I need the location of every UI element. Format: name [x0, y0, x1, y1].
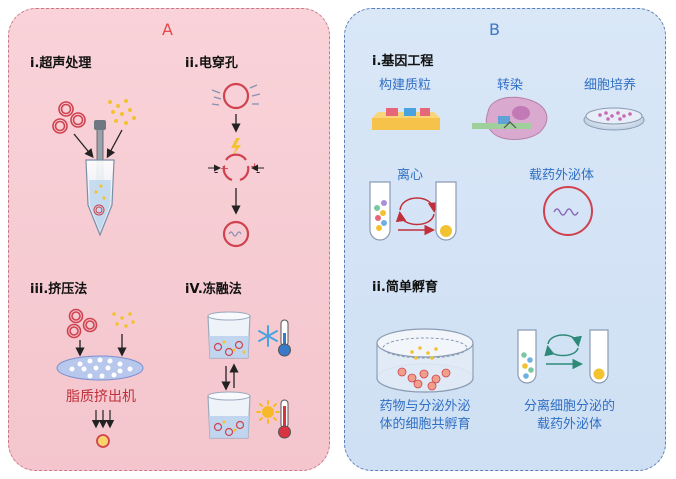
drug-particles-icon	[108, 99, 136, 125]
svg-text:-: -	[214, 165, 218, 179]
caption-isolation-line2: 载药外泌体	[536, 417, 602, 432]
freeze-thaw-illustration	[207, 311, 291, 439]
panel-a	[8, 8, 330, 471]
caption-coincubation-line1: 药物与分泌外泌	[379, 399, 471, 414]
cell-culture-dish-illustration	[583, 107, 645, 131]
method-extrusion-label: iii.挤压法	[30, 282, 88, 297]
method-freeze-thaw-label: iV.冻融法	[185, 282, 242, 297]
step-plasmid-label: 构建质粒	[379, 78, 432, 93]
method-sonication-label: i.超声处理	[30, 56, 92, 71]
centrifuge-illustration	[369, 181, 457, 241]
pored-exosome-icon	[222, 153, 250, 182]
step-culture-label: 细胞培养	[584, 78, 637, 93]
caption-coincubation-line2: 体的细胞共孵育	[379, 417, 471, 432]
coincubation-dish-illustration	[376, 328, 474, 393]
caption-coincubation: 药物与分泌外泌 体的细胞共孵育	[370, 398, 480, 434]
step-transfection-label: 转染	[497, 78, 524, 93]
panel-a-letter: A	[162, 20, 173, 39]
svg-text:+: +	[220, 162, 229, 175]
extruder-label: 脂质挤出机	[66, 389, 136, 405]
svg-text:-: -	[256, 165, 260, 179]
section-gene-engineering-title: i.基因工程	[372, 54, 434, 69]
electroporation-illustration: - + + -	[208, 82, 264, 248]
extrusion-illustration	[56, 308, 144, 448]
transfection-illustration	[472, 96, 548, 140]
thermometer-cold-icon	[278, 319, 291, 357]
centrifuge-label: 离心	[397, 168, 424, 183]
panel-b	[344, 8, 666, 471]
thermometer-hot-icon	[278, 399, 291, 439]
sonication-illustration	[52, 99, 136, 237]
panel-b-letter: B	[489, 20, 500, 39]
drug-loaded-exosome-icon	[543, 186, 593, 236]
drug-loaded-exosome-label: 载药外泌体	[529, 168, 595, 183]
exosome-icon	[52, 101, 86, 134]
section-incubation-title: ii.简单孵育	[372, 280, 438, 295]
caption-isolation: 分离细胞分泌的 载药外泌体	[512, 398, 627, 434]
snowflake-icon	[258, 325, 278, 347]
isolation-illustration	[517, 329, 609, 384]
caption-isolation-line1: 分离细胞分泌的	[523, 399, 615, 414]
method-electroporation-label: ii.电穿孔	[185, 56, 238, 71]
plasmid-construction-illustration	[372, 108, 440, 130]
sun-icon	[256, 400, 280, 424]
